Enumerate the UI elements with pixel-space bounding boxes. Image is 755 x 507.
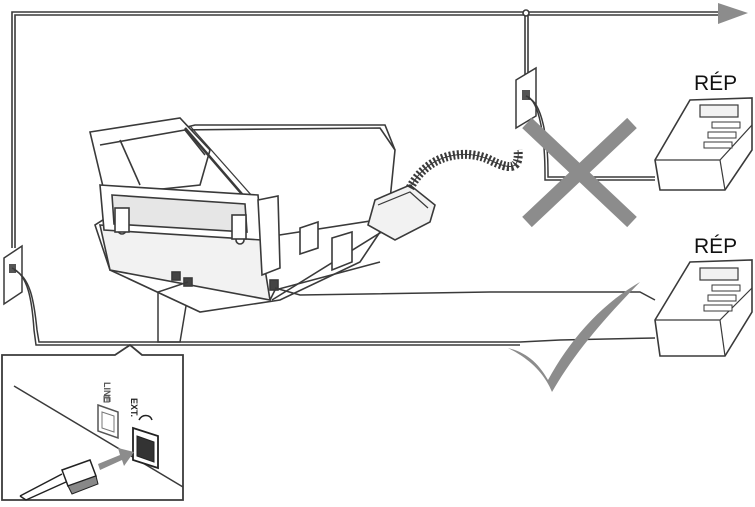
wall-jack-left (3, 244, 520, 346)
ext-port (132, 414, 159, 470)
phone-line-top (11, 9, 720, 248)
checkmark-icon (508, 282, 640, 392)
cross-icon (522, 117, 637, 228)
answering-machine-bottom-label: RÉP (694, 235, 737, 258)
handset (367, 149, 523, 241)
fax-machine (89, 117, 396, 313)
port-ext-label: EXT. (129, 398, 139, 417)
answering-machine-top-label: RÉP (694, 72, 737, 95)
line-port (97, 395, 119, 440)
line-arrow-icon (718, 3, 748, 24)
port-line-label: LINE (102, 382, 112, 403)
phone-plug (19, 459, 99, 501)
ext-cord (157, 281, 656, 343)
answering-machine-bottom (654, 259, 753, 357)
plug-arrow-icon (98, 448, 134, 470)
answering-machine-top (654, 97, 753, 191)
port-zoom-callout: LINE EXT. (1, 343, 184, 501)
coiled-cord (406, 149, 523, 191)
